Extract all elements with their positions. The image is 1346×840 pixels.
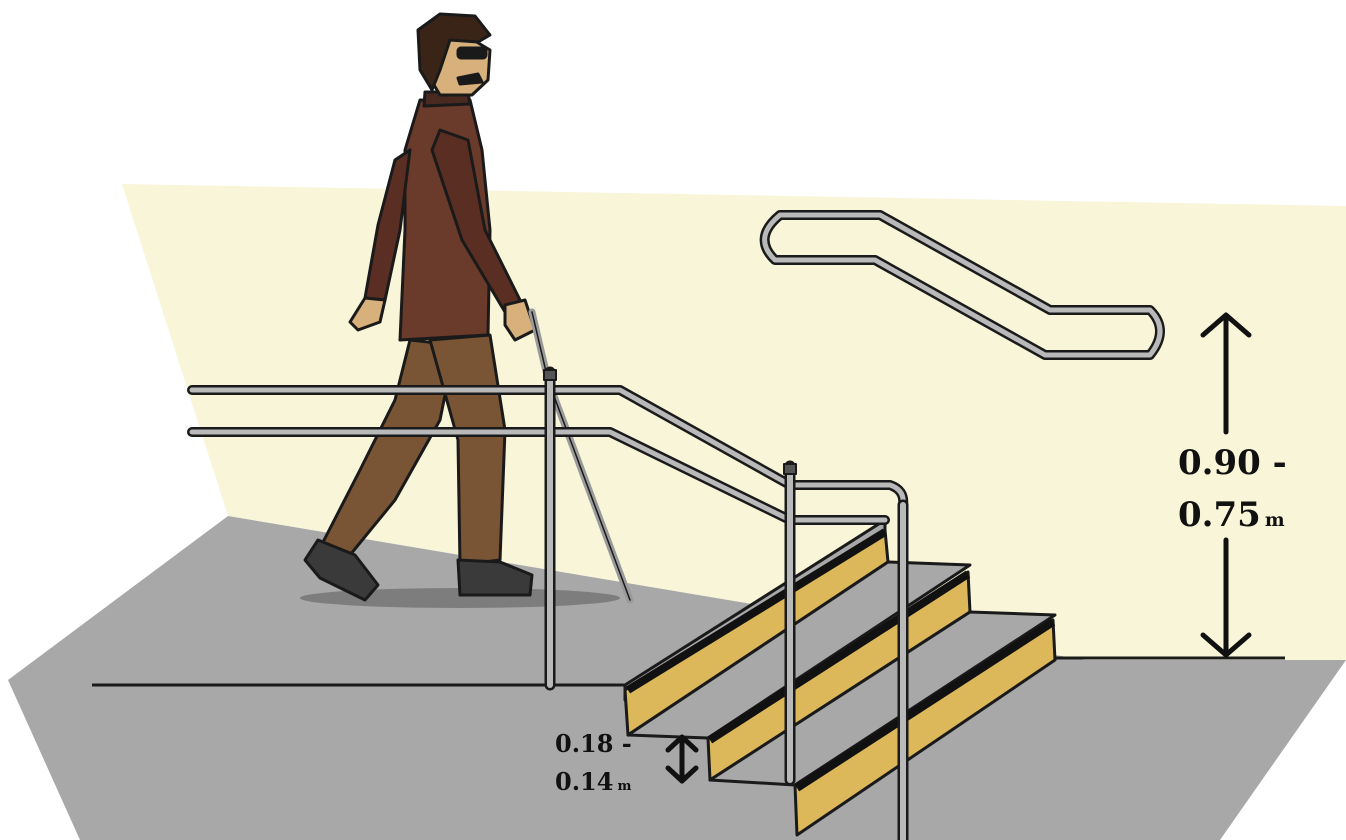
riser-height-unit: m xyxy=(617,779,631,794)
riser-height-line1: 0.18 - xyxy=(555,732,632,770)
handrail-height-unit: m xyxy=(1265,509,1285,531)
handrail-height-line1: 0.90 - xyxy=(1178,446,1287,498)
handrail-height-line2: 0.75 xyxy=(1178,495,1261,535)
glasses xyxy=(458,48,486,58)
riser-height-label: 0.18 - 0.14 m xyxy=(555,732,632,808)
riser-height-line2: 0.14 xyxy=(555,767,613,796)
